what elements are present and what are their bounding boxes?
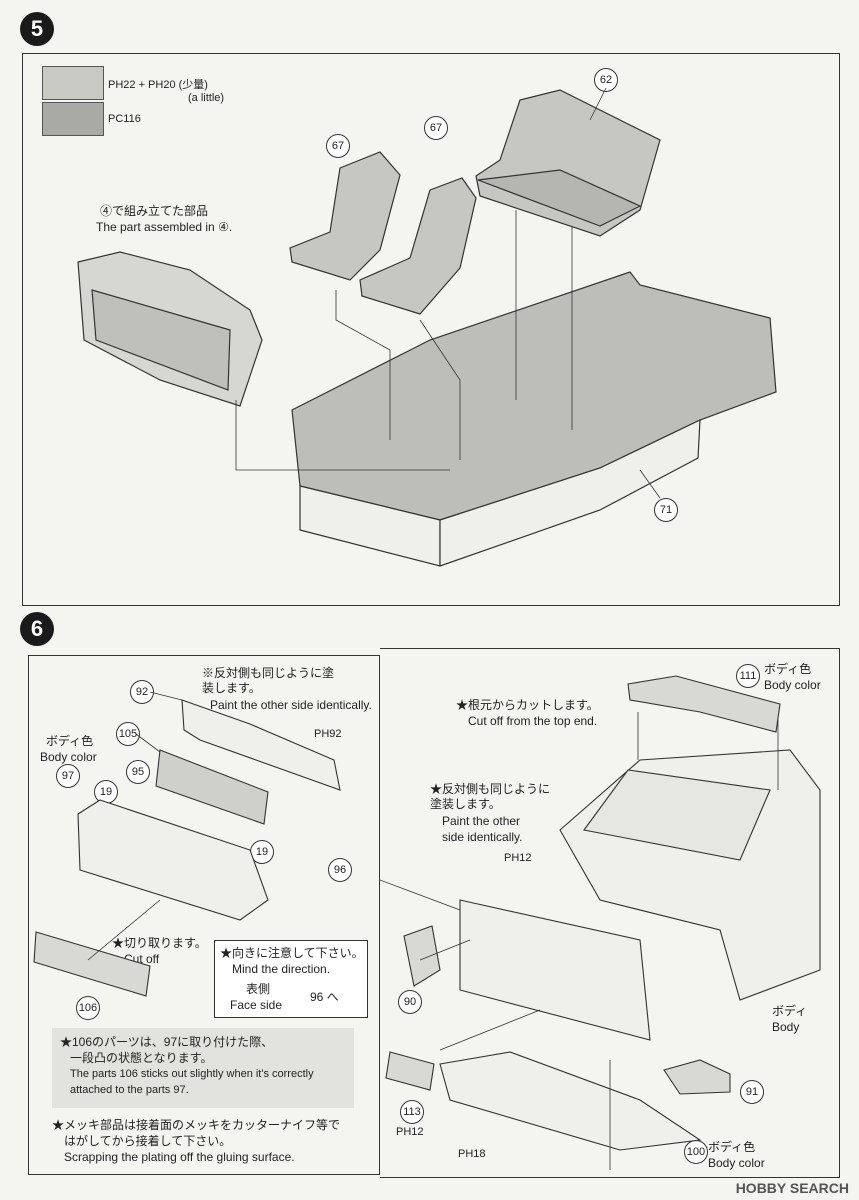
- plating-ja1: ★メッキ部品は接着面のメッキをカッターナイフ等で: [52, 1118, 341, 1132]
- legend-code-2: PC116: [108, 113, 141, 125]
- direction-box: [214, 940, 368, 1018]
- windshield: [583, 769, 771, 861]
- legend-swatch-dark: [42, 102, 104, 136]
- step-6-number: 6: [20, 612, 54, 646]
- plating-en: Scrapping the plating off the gluing sur…: [64, 1150, 295, 1164]
- callout-100: 100: [684, 1140, 708, 1164]
- front-grille-right: [459, 899, 651, 1041]
- body-en: Body: [772, 1020, 800, 1034]
- step-5-frame: [22, 53, 840, 606]
- body-color-ja-left: ボディ色: [46, 734, 94, 748]
- body-color-ja-bottom: ボディ色: [708, 1140, 756, 1154]
- direction-en: Mind the direction.: [232, 962, 331, 976]
- callout-111: 111: [736, 664, 760, 688]
- headlight-91: [663, 1059, 731, 1095]
- interior-floor-71: [291, 271, 777, 567]
- reverse-right-en1: Paint the other: [442, 814, 521, 828]
- callout-91: 91: [740, 1080, 764, 1104]
- plate-113: [385, 1051, 435, 1091]
- reverse-right-en2: side identically.: [442, 830, 523, 844]
- headlight-90: [403, 925, 441, 987]
- grille-106: [33, 931, 151, 997]
- rear-seat-62: [475, 89, 661, 237]
- dashboard-part: [77, 251, 263, 407]
- front-seat-67a: [289, 151, 401, 281]
- front-seat-67b: [359, 177, 477, 315]
- assembled-label-ja: ④で組み立てた部品: [100, 204, 209, 218]
- legend-code-1: PH22 + PH20 (少量): [108, 79, 208, 91]
- ph92-code: PH92: [314, 728, 342, 740]
- step-6-frame-left: [28, 655, 380, 1175]
- root-cut-en: Cut off from the top end.: [468, 714, 598, 728]
- legend-swatch-light: [42, 66, 104, 100]
- ph18-code: PH18: [458, 1148, 486, 1160]
- callout-105: 105: [116, 722, 140, 746]
- ph12-code-bottom: PH12: [396, 1126, 424, 1138]
- callout-95: 95: [126, 760, 150, 784]
- watermark: HOBBY SEARCH: [735, 1180, 849, 1196]
- front-bumper-97: [77, 799, 269, 921]
- callout-71: 71: [654, 498, 678, 522]
- callout-67a: 67: [326, 134, 350, 158]
- face-side-target: 96 へ: [310, 990, 339, 1004]
- legend-note-1: (a little): [188, 92, 225, 104]
- face-side-en: Face side: [230, 998, 283, 1012]
- note-reverse-left-ja: ※反対側も同じように塗装します。: [202, 666, 335, 695]
- callout-96: 96: [328, 858, 352, 882]
- parts-note-box: ★106のパーツは、97に取り付けた際、 一段凸の状態となります。 The pa…: [52, 1028, 354, 1108]
- assembled-label-en: The part assembled in ④.: [96, 220, 233, 234]
- face-side-ja: 表側: [246, 982, 271, 996]
- body-color-ja-top: ボディ色: [764, 662, 812, 676]
- direction-ja: ★向きに注意して下さい。: [220, 946, 364, 960]
- body-ja: ボディ: [772, 1004, 808, 1018]
- note-reverse-left-en: Paint the other side identically.: [210, 698, 372, 712]
- parts-note-en2: attached to the parts 97.: [70, 1084, 189, 1096]
- callout-67b: 67: [424, 116, 448, 140]
- front-under-100: [439, 1051, 702, 1151]
- plating-ja2: はがしてから接着して下さい。: [64, 1134, 232, 1148]
- root-cut-ja: ★根元からカットします。: [456, 698, 599, 712]
- grille-92: [181, 699, 341, 791]
- callout-97: 97: [56, 764, 80, 788]
- cut-off-ja: ★切り取ります。: [112, 936, 207, 950]
- step-6-frame-right: [380, 648, 840, 1178]
- body-color-en-bottom: Body color: [708, 1156, 765, 1170]
- parts-note-en1: The parts 106 sticks out slightly when i…: [70, 1068, 314, 1080]
- roof-spoiler-111: [627, 675, 781, 733]
- callout-106: 106: [76, 996, 100, 1020]
- body-color-en-left: Body color: [40, 750, 97, 764]
- callout-90: 90: [398, 990, 422, 1014]
- reverse-right-ja: ★反対側も同じように塗装します。: [430, 782, 551, 811]
- grille-105: [155, 749, 269, 825]
- parts-note-ja2: 一段凸の状態となります。: [70, 1051, 213, 1065]
- ph12-code-right: PH12: [504, 852, 532, 864]
- parts-note-ja1: ★106のパーツは、97に取り付けた際、: [60, 1035, 274, 1049]
- body-color-en-top: Body color: [764, 678, 821, 692]
- step-5-number: 5: [20, 12, 54, 46]
- callout-113: 113: [400, 1100, 424, 1124]
